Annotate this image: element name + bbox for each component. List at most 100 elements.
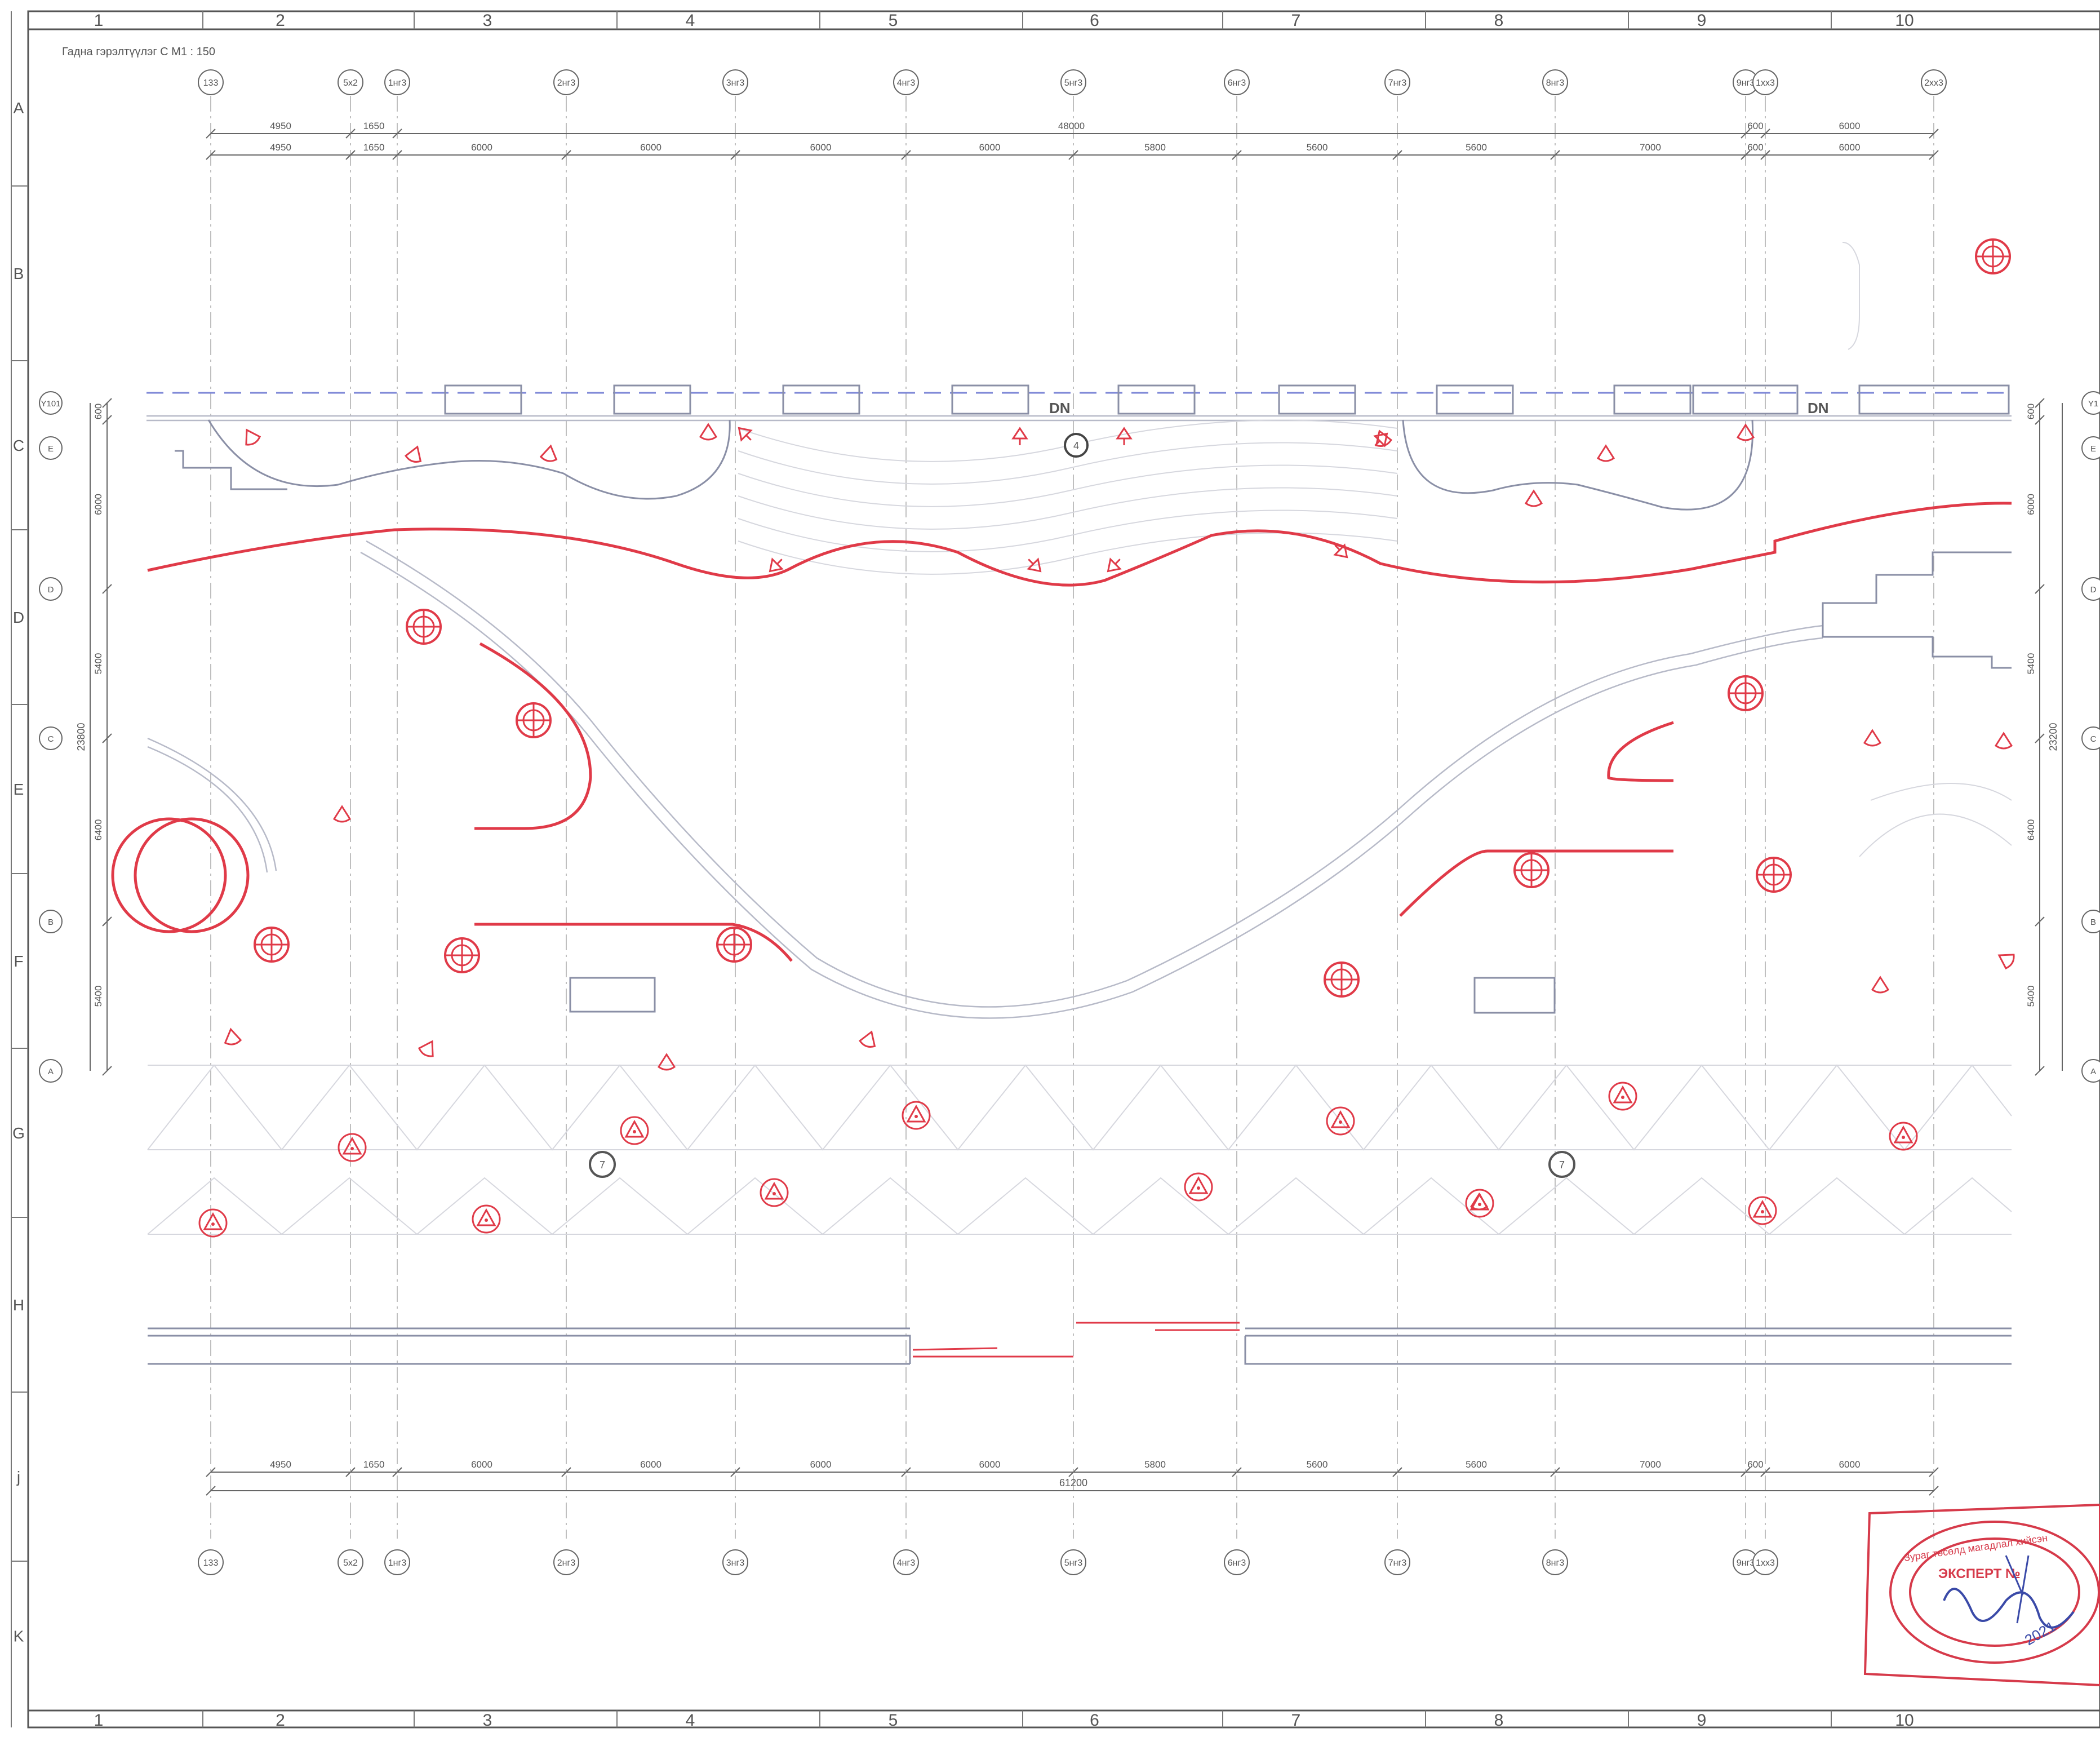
dimension-left: 6400 <box>93 819 104 841</box>
dimension-bottom: 4950 <box>270 1459 291 1470</box>
structural-axes <box>210 96 1934 1539</box>
axis-bubble-top: 2хх3 <box>1924 78 1943 88</box>
bollard-light-icon <box>760 1178 789 1207</box>
dimension-top-2: 4950 <box>270 142 291 153</box>
uplight-icon <box>738 427 753 442</box>
column-number-top: 7 <box>1291 11 1301 30</box>
column-number-bottom: 6 <box>1090 1711 1099 1730</box>
spot-light-icon <box>699 423 718 441</box>
axis-bubble-bottom: 3нг3 <box>726 1558 745 1568</box>
column-number-bottom: 4 <box>686 1711 695 1730</box>
column-number-bottom: 3 <box>483 1711 492 1730</box>
axis-bubble-left: C <box>48 734 54 744</box>
spot-light-icon <box>245 428 261 446</box>
axis-bubble-top: 8нг3 <box>1546 78 1565 88</box>
led-strip-wave <box>147 502 2012 587</box>
axis-bubble-bottom: 1хх3 <box>1756 1558 1775 1568</box>
spot-light-icon <box>657 1053 676 1071</box>
column-number-bottom: 10 <box>1895 1711 1913 1730</box>
pole-light-icon <box>406 609 442 645</box>
spot-light-icon <box>1871 976 1890 994</box>
dimension-top-2: 7000 <box>1640 142 1661 153</box>
spot-light-icon <box>1524 489 1543 507</box>
axis-bubble-top: 5х2 <box>343 78 358 88</box>
axis-bubble-left: D <box>48 585 54 595</box>
column-number-top: 5 <box>889 11 898 30</box>
dimension-top-1: 600 <box>1747 121 1763 131</box>
top-edge: DN DN <box>146 384 2012 422</box>
axis-bubble-top: 6нг3 <box>1228 78 1246 88</box>
dimension-bottom: 5800 <box>1144 1459 1166 1470</box>
axis-bubble-bottom: 2нг3 <box>557 1558 576 1568</box>
axis-bubble-top: 133 <box>203 78 219 88</box>
section-markers: 4 7 7 <box>589 433 1575 1178</box>
axis-bubble-left: E <box>48 444 54 454</box>
dimension-top-1: 48000 <box>1058 121 1085 131</box>
axis-bubble-right: B <box>2090 918 2096 927</box>
dimension-top-1: 6000 <box>1839 121 1861 131</box>
dimension-top-2: 5600 <box>1307 142 1328 153</box>
spot-light-icon <box>405 445 422 463</box>
dimension-bottom: 6000 <box>471 1459 492 1470</box>
uplight-icon <box>1107 557 1122 573</box>
dimension-right: 6000 <box>2026 494 2036 515</box>
dimension-bottom: 6000 <box>810 1459 832 1470</box>
bench <box>569 977 656 1013</box>
bollard-light-icon <box>620 1116 649 1145</box>
dimension-left: 6000 <box>93 494 104 515</box>
spot-light-icon <box>1469 1193 1489 1211</box>
pole-light-icon <box>516 702 552 738</box>
dimension-bottom: 5600 <box>1307 1459 1328 1470</box>
column-number-top: 8 <box>1494 11 1504 30</box>
dimension-left-total: 23800 <box>76 723 87 751</box>
uplight-icon <box>1333 543 1348 559</box>
pole-light-icon <box>1324 961 1360 998</box>
row-letter: H <box>13 1296 24 1314</box>
building-outline <box>1822 551 2012 669</box>
top-planters <box>175 419 1754 511</box>
column-number-top: 2 <box>276 11 285 30</box>
spot-light-icon <box>418 1040 434 1057</box>
dimension-top-2: 600 <box>1747 142 1763 153</box>
axis-bubble-bottom: 9нг3 <box>1737 1558 1755 1568</box>
svg-text:7: 7 <box>600 1159 605 1171</box>
column-number-bottom: 2 <box>276 1711 285 1730</box>
pole-light-icon <box>254 927 290 963</box>
axis-bubble-right: C <box>2090 734 2097 744</box>
axis-bubble-bottom: 4нг3 <box>897 1558 916 1568</box>
dimension-bottom: 600 <box>1747 1459 1763 1470</box>
dimension-bottom: 6000 <box>979 1459 1001 1470</box>
dimension-top-2: 6000 <box>810 142 832 153</box>
axis-bubble-right: Y1 <box>2088 399 2098 409</box>
bottom-wall <box>148 1322 2012 1365</box>
pole-light-icon <box>1975 238 2011 274</box>
axis-bubble-right: D <box>2090 585 2097 595</box>
axis-bubble-top: 9нг3 <box>1737 78 1755 88</box>
axis-bubble-top: 2нг3 <box>557 78 576 88</box>
bollard-light-icon <box>198 1208 228 1238</box>
spot-light-icon <box>1375 429 1392 447</box>
pole-light-icon <box>1756 857 1792 893</box>
left-round-features <box>111 737 277 933</box>
stamp-handwritten-year: 2021 <box>2022 1618 2058 1649</box>
bollard-light-icon <box>472 1204 501 1234</box>
axis-bubble-bottom: 8нг3 <box>1546 1558 1565 1568</box>
dimension-bottom: 6000 <box>1839 1459 1861 1470</box>
bollard-light-icon <box>1608 1082 1637 1111</box>
axis-bubble-top: 4нг3 <box>897 78 916 88</box>
spot-light-icon <box>332 805 352 823</box>
axis-bubble-bottom: 5х2 <box>343 1558 358 1568</box>
uplight-icon <box>1373 432 1388 447</box>
column-number-top: 3 <box>483 11 492 30</box>
dimension-right: 6400 <box>2026 819 2036 841</box>
axis-bubble-top: 5нг3 <box>1064 78 1083 88</box>
spot-light-icon <box>1863 729 1882 747</box>
column-number-bottom: 1 <box>94 1711 104 1730</box>
stamp-text-expert: ЭКСПЕРТ № <box>1938 1566 2021 1581</box>
axis-bubble-top: 1нг3 <box>388 78 407 88</box>
spot-light-icon <box>224 1027 242 1045</box>
spot-light-icon <box>1596 444 1615 462</box>
row-letter: D <box>13 609 24 626</box>
dimension-right-total: 23200 <box>2048 723 2059 751</box>
